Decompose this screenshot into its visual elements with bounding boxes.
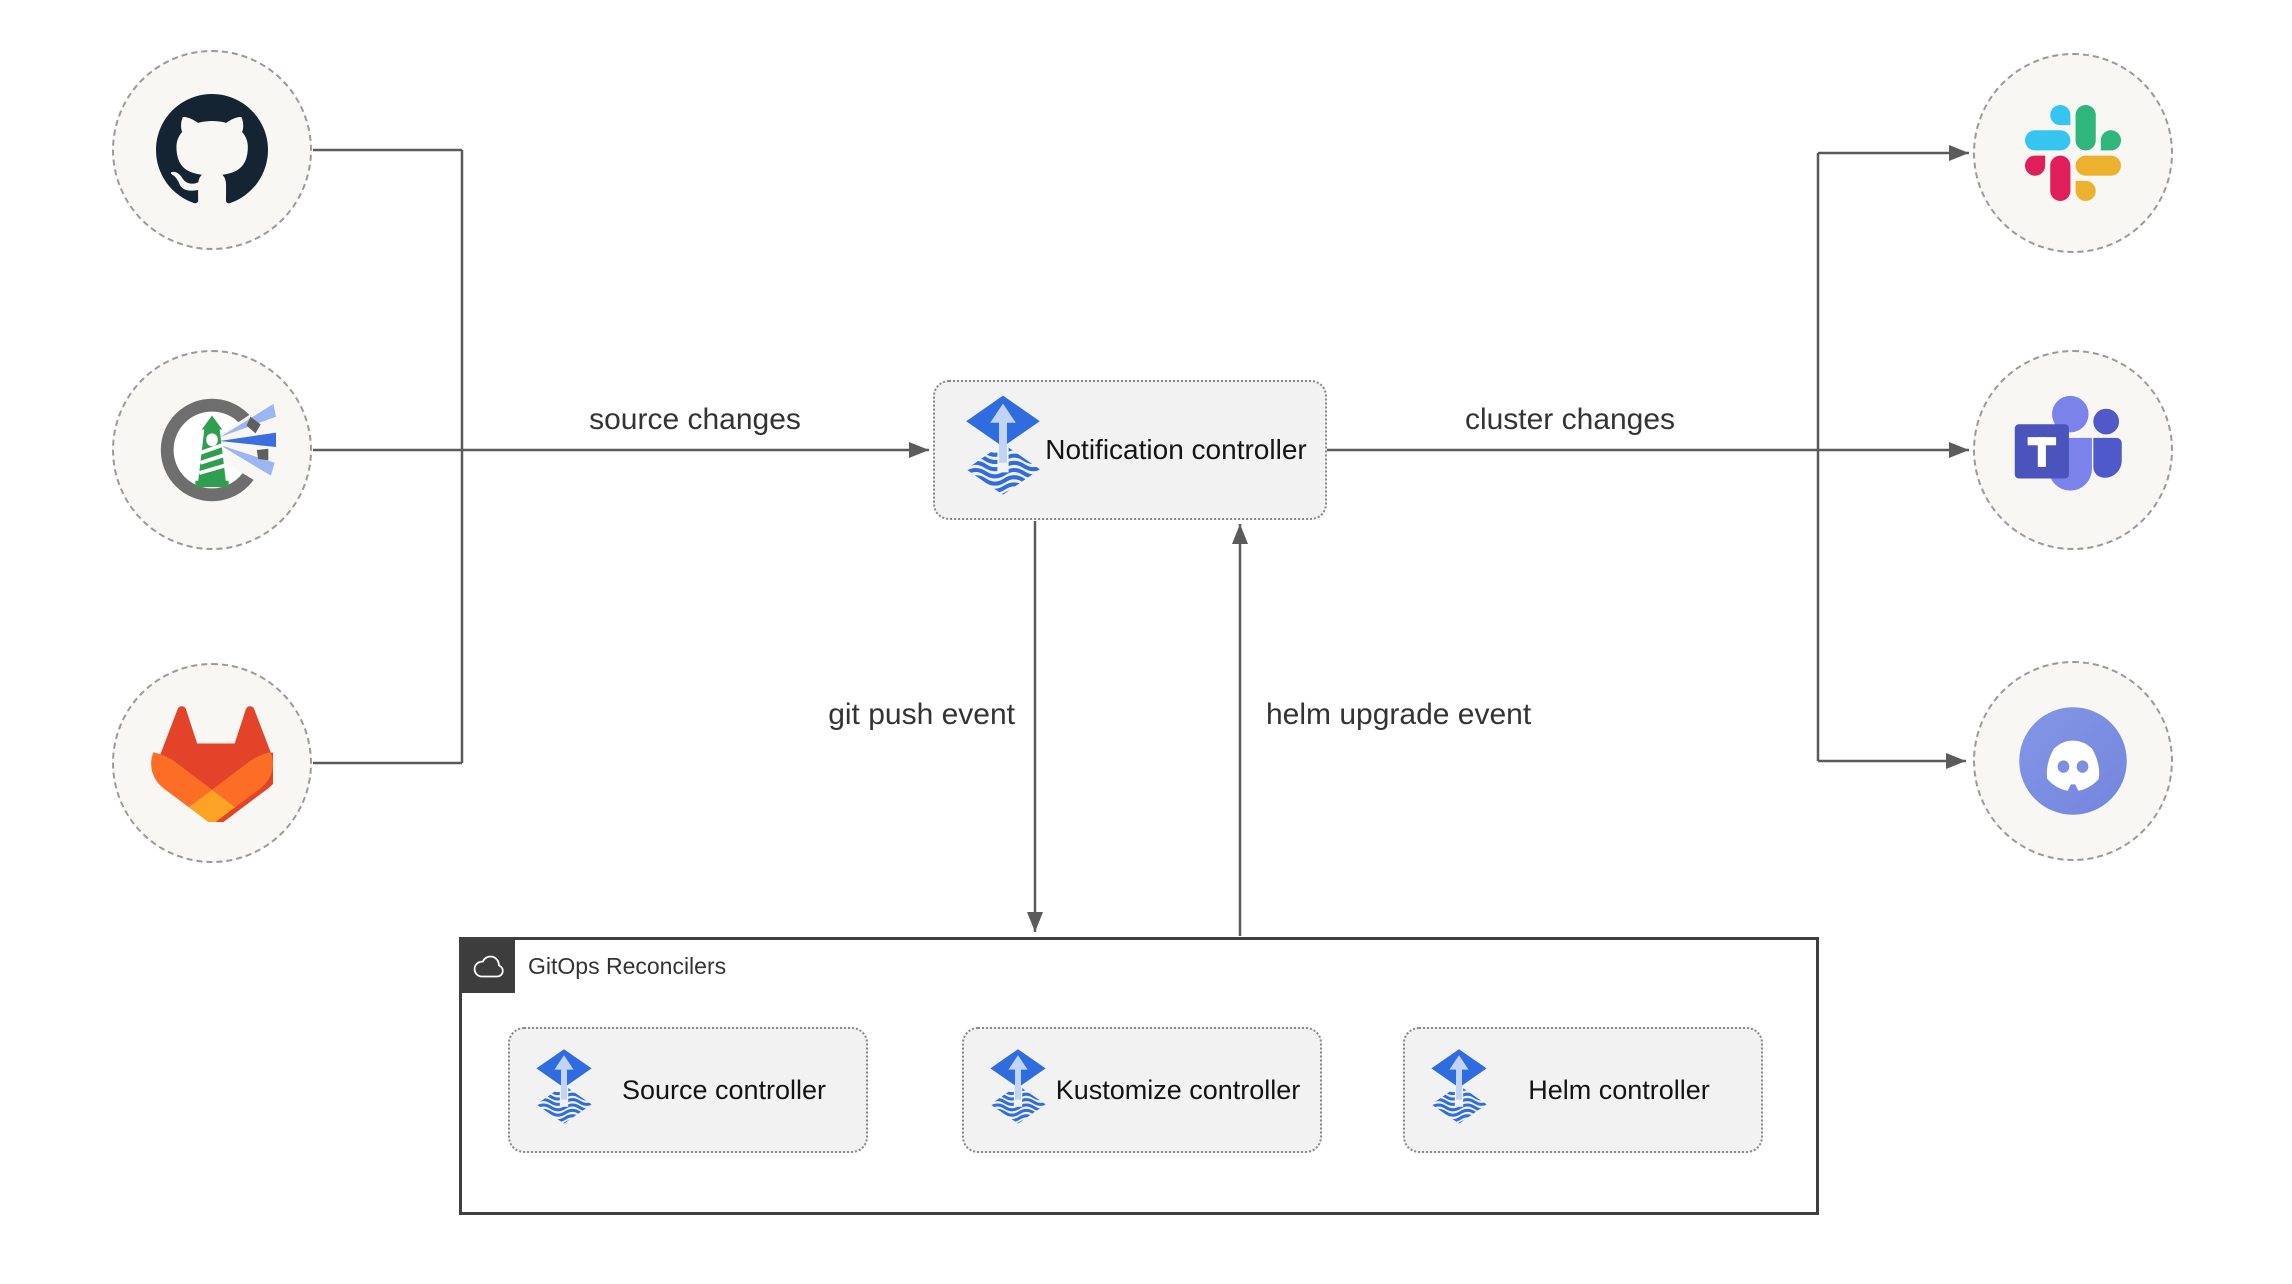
flux-icon (1429, 1048, 1489, 1132)
endpoint-github (112, 50, 312, 250)
edge-label-cluster-changes: cluster changes (1464, 403, 1676, 436)
harbor-icon (160, 397, 276, 502)
github-icon (156, 94, 268, 204)
node-label: Notification controller (1045, 434, 1307, 465)
gitlab-icon (151, 706, 273, 822)
cloud-icon (473, 955, 504, 977)
container-header (462, 940, 515, 993)
flux-icon (534, 1048, 594, 1132)
endpoint-teams (1973, 350, 2173, 550)
node-helm-controller: Helm controller (1403, 1027, 1763, 1153)
edge-label-helm-upgrade-event: helm upgrade event (1266, 698, 1532, 731)
node-kustomize-controller: Kustomize controller (962, 1027, 1322, 1153)
node-label: Kustomize controller (1055, 1075, 1301, 1105)
endpoint-discord (1973, 661, 2173, 861)
edge-label-git-push-event: git push event (828, 698, 1015, 731)
node-label: Source controller (621, 1075, 827, 1105)
slack-icon (2025, 105, 2121, 201)
edge-label-source-changes: source changes (589, 403, 801, 436)
teams-icon (2014, 395, 2122, 491)
node-label: Helm controller (1528, 1075, 1710, 1105)
flux-icon (963, 394, 1043, 506)
discord-icon (2019, 707, 2127, 815)
endpoint-slack (1973, 53, 2173, 253)
flux-icon (988, 1048, 1048, 1132)
node-notification-controller: Notification controller (933, 380, 1327, 520)
container-label: GitOps Reconcilers (528, 953, 727, 979)
endpoint-harbor (112, 350, 312, 550)
node-source-controller: Source controller (508, 1027, 868, 1153)
endpoint-gitlab (112, 663, 312, 863)
